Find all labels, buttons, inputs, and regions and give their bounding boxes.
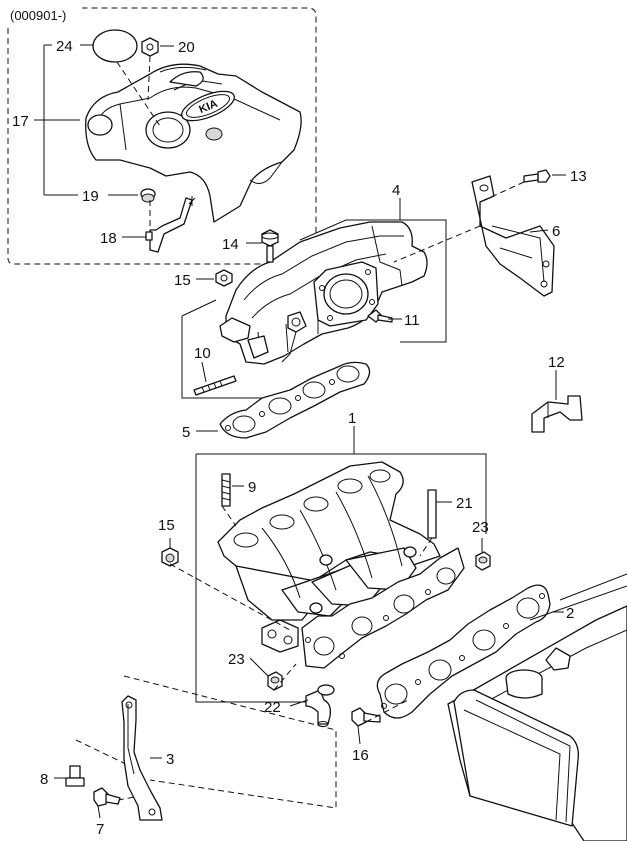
nut-15-bottom xyxy=(161,547,179,567)
screw-11 xyxy=(367,309,393,323)
callout-5: 5 xyxy=(182,424,190,441)
callout-labels: 24 20 17 19 18 4 13 6 14 15 11 10 12 5 1… xyxy=(12,38,587,838)
callout-21: 21 xyxy=(456,495,473,512)
grommet xyxy=(140,188,156,203)
callout-9: 9 xyxy=(248,479,256,496)
callout-7: 7 xyxy=(96,821,104,838)
nut-23-right xyxy=(475,551,491,571)
callout-20: 20 xyxy=(178,39,195,56)
nut-20 xyxy=(141,37,159,57)
callout-3: 3 xyxy=(166,751,174,768)
callout-4: 4 xyxy=(392,182,400,199)
callout-16: 16 xyxy=(352,747,369,764)
callout-19: 19 xyxy=(82,188,99,205)
callout-12: 12 xyxy=(548,354,565,371)
cover-bracket xyxy=(145,196,196,253)
variant-frame xyxy=(7,7,317,265)
plenum-gasket xyxy=(219,361,371,439)
stud-10 xyxy=(193,375,237,396)
throttle-bracket xyxy=(471,175,555,297)
callout-2: 2 xyxy=(566,605,574,622)
callout-10: 10 xyxy=(194,345,211,362)
intake-plenum xyxy=(219,221,428,365)
leader-lines xyxy=(34,44,566,819)
callout-1: 1 xyxy=(348,410,356,427)
callout-23-left: 23 xyxy=(228,651,245,668)
small-bracket xyxy=(531,395,583,433)
callout-8: 8 xyxy=(40,771,48,788)
kia-logo: KIA xyxy=(181,90,235,122)
callout-17: 17 xyxy=(12,113,29,130)
callout-15-bottom: 15 xyxy=(158,517,175,534)
bolt-7 xyxy=(93,787,121,807)
callout-14: 14 xyxy=(222,236,239,253)
nut-23-left xyxy=(267,671,283,691)
callout-13: 13 xyxy=(570,168,587,185)
callout-23-right: 23 xyxy=(472,519,489,536)
callout-18: 18 xyxy=(100,230,117,247)
cylinder-head xyxy=(447,573,627,841)
intake-manifold xyxy=(217,461,465,669)
callout-11: 11 xyxy=(404,312,420,329)
callout-15-top: 15 xyxy=(174,272,191,289)
manifold-gasket xyxy=(376,584,551,719)
manifold-stay xyxy=(121,695,163,821)
manifold-frame xyxy=(195,453,487,703)
nut-15-top xyxy=(215,269,233,287)
bolt-13 xyxy=(523,169,551,183)
callout-6: 6 xyxy=(552,223,560,240)
dowel-pin xyxy=(427,489,437,539)
plenum-frame xyxy=(181,219,447,399)
hose-fitting xyxy=(305,684,335,727)
variant-code: (000901-) xyxy=(10,8,66,23)
bolt-16 xyxy=(351,707,381,727)
engine-cover: KIA xyxy=(85,63,302,223)
bolt-14 xyxy=(261,229,279,263)
bolt-8 xyxy=(65,765,85,787)
callout-22: 22 xyxy=(264,699,281,716)
callout-24: 24 xyxy=(56,38,73,55)
cover-cap xyxy=(92,29,138,63)
stud-9 xyxy=(221,473,231,507)
